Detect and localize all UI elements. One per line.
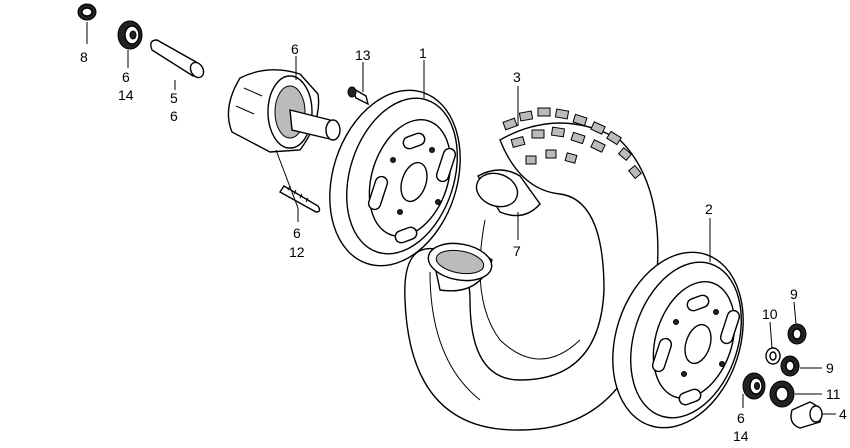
callout-3: 3: [513, 69, 521, 85]
part-13-bolt: [347, 62, 370, 106]
part-11-collar-nut: [769, 380, 822, 408]
part-10-washer: [765, 321, 781, 365]
part-4-spacer: [790, 401, 836, 429]
part-6-bearing: [117, 20, 143, 68]
part-9-nut-lower: [780, 355, 822, 377]
part-8-nut: [77, 3, 97, 44]
callout-13: 13: [355, 47, 371, 63]
part-6-hub-assembly: [227, 56, 341, 153]
callout-6-hub: 6: [291, 41, 299, 57]
callout-9-lower: 9: [826, 360, 834, 376]
callout-6-spacer: 6: [170, 108, 178, 124]
callout-6-bearing: 6: [122, 69, 130, 85]
callout-14-bearing: 14: [118, 87, 134, 103]
callout-10: 10: [762, 306, 778, 322]
callout-4: 4: [839, 406, 847, 422]
part-2-wheel-half: [612, 218, 744, 429]
part-1-wheel-half: [329, 60, 461, 267]
callout-12: 12: [289, 244, 305, 260]
part-5-spacer-tube: [150, 39, 205, 90]
callout-2: 2: [705, 201, 713, 217]
callout-7: 7: [513, 243, 521, 259]
callout-9-upper: 9: [790, 286, 798, 302]
callout-11: 11: [826, 386, 841, 402]
part-3-tire: [404, 86, 659, 431]
callout-6-bearing-lower: 6: [737, 410, 745, 426]
part-7-inner-tube: [427, 169, 541, 292]
callout-6-stud: 6: [293, 225, 301, 241]
part-9-cap-nut-upper: [787, 301, 807, 345]
part-12-stud-bolt: [275, 149, 321, 222]
tire-tread: [502, 107, 642, 180]
callout-5: 5: [170, 90, 178, 106]
callout-8: 8: [80, 49, 88, 65]
callout-1: 1: [419, 45, 427, 61]
part-6-bearing-lower: [742, 372, 766, 408]
callout-14-bearing-lower: 14: [733, 428, 749, 444]
